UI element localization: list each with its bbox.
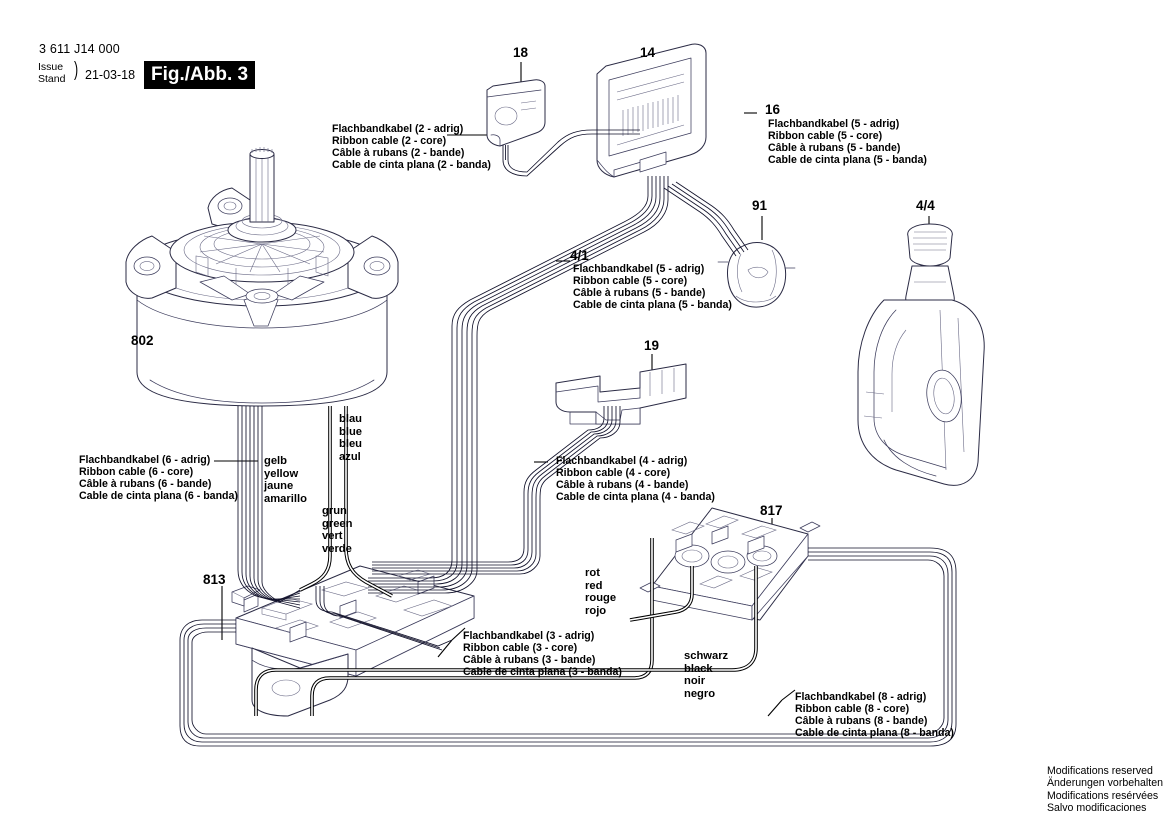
callout-line-en: Ribbon cable (4 - core) <box>556 466 671 479</box>
handle-assembly-44 <box>857 223 985 486</box>
ribbon-cable-5core <box>368 176 749 594</box>
callout-cable-6-core: Flachbandkabel (6 - adrig) Ribbon cable … <box>79 454 238 503</box>
color-line-es: rojo <box>585 604 607 617</box>
callout-line-es: Cable de cinta plana (5 - banda) <box>768 153 927 166</box>
color-line-es: amarillo <box>264 492 307 505</box>
callout-line-fr: Câble à rubans (2 - bande) <box>332 146 465 159</box>
callout-line-es: Cable de cinta plana (5 - banda) <box>573 298 732 311</box>
callout-cable-5-core-mid: Flachbandkabel (5 - adrig) Ribbon cable … <box>573 263 732 312</box>
footer-line-en: Modifications reserved <box>1046 765 1153 778</box>
title-block: 3 611 J14 000 Issue Stand ) 21-03-18 Fig… <box>38 42 268 98</box>
item-number-4-4: 4/4 <box>916 198 935 213</box>
display-module-14 <box>596 43 707 178</box>
footer-line-fr: Modifications resérvées <box>1046 789 1159 802</box>
callout-line-fr: Câble à rubans (6 - bande) <box>79 477 212 490</box>
module-18 <box>486 79 546 147</box>
ribbon-cable-6core <box>237 406 301 609</box>
color-line-en: yellow <box>264 467 299 480</box>
callout-line-fr: Câble à rubans (5 - bande) <box>573 286 706 299</box>
part-number: 3 611 J14 000 <box>39 42 120 56</box>
wire-color-yellow: gelb yellow jaune amarillo <box>264 455 307 505</box>
stand-label: Stand <box>38 72 66 85</box>
color-line-de: gelb <box>264 455 287 467</box>
item-number-19: 19 <box>644 338 660 353</box>
figure-badge: Fig./Abb. 3 <box>144 61 256 89</box>
color-line-en: red <box>585 579 603 592</box>
item-number-91: 91 <box>752 198 768 213</box>
color-line-es: negro <box>684 687 716 700</box>
footer-line-es: Salvo modificaciones <box>1046 801 1147 814</box>
item-number-813: 813 <box>203 572 226 587</box>
callout-line-en: Ribbon cable (5 - core) <box>768 129 883 142</box>
callout-line-de: Flachbandkabel (4 - adrig) <box>556 455 688 467</box>
callout-cable-4-core: Flachbandkabel (4 - adrig) Ribbon cable … <box>556 455 715 504</box>
callout-line-en: Ribbon cable (8 - core) <box>795 702 910 715</box>
callout-line-fr: Câble à rubans (4 - bande) <box>556 478 689 491</box>
color-line-fr: bleu <box>339 438 362 451</box>
wire-color-red: rot red rouge rojo <box>585 567 616 617</box>
terminal-block-817 <box>639 507 821 621</box>
callout-line-es: Cable de cinta plana (6 - banda) <box>79 489 238 502</box>
callout-line-fr: Câble à rubans (8 - bande) <box>795 714 928 727</box>
callout-cable-5-core-right: Flachbandkabel (5 - adrig) Ribbon cable … <box>768 118 927 167</box>
callout-line-es: Cable de cinta plana (4 - banda) <box>556 490 715 503</box>
color-line-de: grun <box>322 505 347 517</box>
callout-line-en: Ribbon cable (5 - core) <box>573 274 688 287</box>
brace-glyph: ) <box>74 59 79 81</box>
callout-line-de: Flachbandkabel (6 - adrig) <box>79 454 211 466</box>
item-number-16: 16 <box>765 102 781 117</box>
item-number-802: 802 <box>131 333 154 348</box>
item-number-18: 18 <box>513 45 529 60</box>
item-number-4-1: 4/1 <box>570 248 589 263</box>
footer-line-de: Änderungen vorbehalten <box>1046 777 1163 790</box>
ribbon-cable-3core <box>315 586 453 651</box>
wire-color-black: schwarz black noir negro <box>684 650 728 700</box>
callout-line-de: Flachbandkabel (5 - adrig) <box>573 263 705 275</box>
ribbon-cable-2core <box>502 129 640 177</box>
color-line-en: green <box>322 517 353 530</box>
callout-line-es: Cable de cinta plana (3 - banda) <box>463 665 622 678</box>
callout-cable-2-core: Flachbandkabel (2 - adrig) Ribbon cable … <box>332 123 491 172</box>
issue-label: Issue <box>38 61 64 73</box>
color-line-de: blau <box>339 413 362 425</box>
callout-line-fr: Câble à rubans (3 - bande) <box>463 653 596 666</box>
callout-cable-3-core: Flachbandkabel (3 - adrig) Ribbon cable … <box>463 630 622 679</box>
callout-line-es: Cable de cinta plana (2 - banda) <box>332 158 491 171</box>
callout-cable-8-core: Flachbandkabel (8 - adrig) Ribbon cable … <box>795 691 954 740</box>
motor-assembly-802 <box>125 147 399 407</box>
color-line-de: rot <box>585 567 600 579</box>
callout-line-fr: Câble à rubans (5 - bande) <box>768 141 901 154</box>
color-line-en: blue <box>339 425 362 438</box>
color-line-en: black <box>684 662 713 675</box>
pcb-switch-813 <box>231 565 475 717</box>
wire-color-green: grun green vert verde <box>322 505 352 555</box>
callout-line-de: Flachbandkabel (3 - adrig) <box>463 630 595 642</box>
color-line-fr: noir <box>684 675 706 688</box>
callout-line-en: Ribbon cable (2 - core) <box>332 134 447 147</box>
bracket-19 <box>555 363 687 425</box>
callout-line-en: Ribbon cable (6 - core) <box>79 465 194 478</box>
color-line-fr: jaune <box>264 480 294 493</box>
callout-line-de: Flachbandkabel (2 - adrig) <box>332 123 464 135</box>
color-line-fr: rouge <box>585 592 617 605</box>
issue-date: 21-03-18 <box>85 68 136 82</box>
round-cable-lead <box>629 566 694 622</box>
callout-line-es: Cable de cinta plana (8 - banda) <box>795 726 954 739</box>
color-line-es: azul <box>339 450 361 463</box>
callout-line-en: Ribbon cable (3 - core) <box>463 641 578 654</box>
callout-line-de: Flachbandkabel (8 - adrig) <box>795 691 927 703</box>
wire-color-blue: blau blue bleu azul <box>339 413 362 463</box>
round-cable-red <box>310 538 654 716</box>
color-line-de: schwarz <box>684 650 729 662</box>
color-line-fr: vert <box>322 530 343 543</box>
item-number-817: 817 <box>760 503 783 518</box>
color-line-es: verde <box>322 542 352 555</box>
item-number-14: 14 <box>640 45 656 60</box>
footer-disclaimer: Modifications reserved Änderungen vorbeh… <box>1047 765 1163 814</box>
callout-line-de: Flachbandkabel (5 - adrig) <box>768 118 900 130</box>
issue-stand-label: Issue Stand <box>38 61 66 85</box>
